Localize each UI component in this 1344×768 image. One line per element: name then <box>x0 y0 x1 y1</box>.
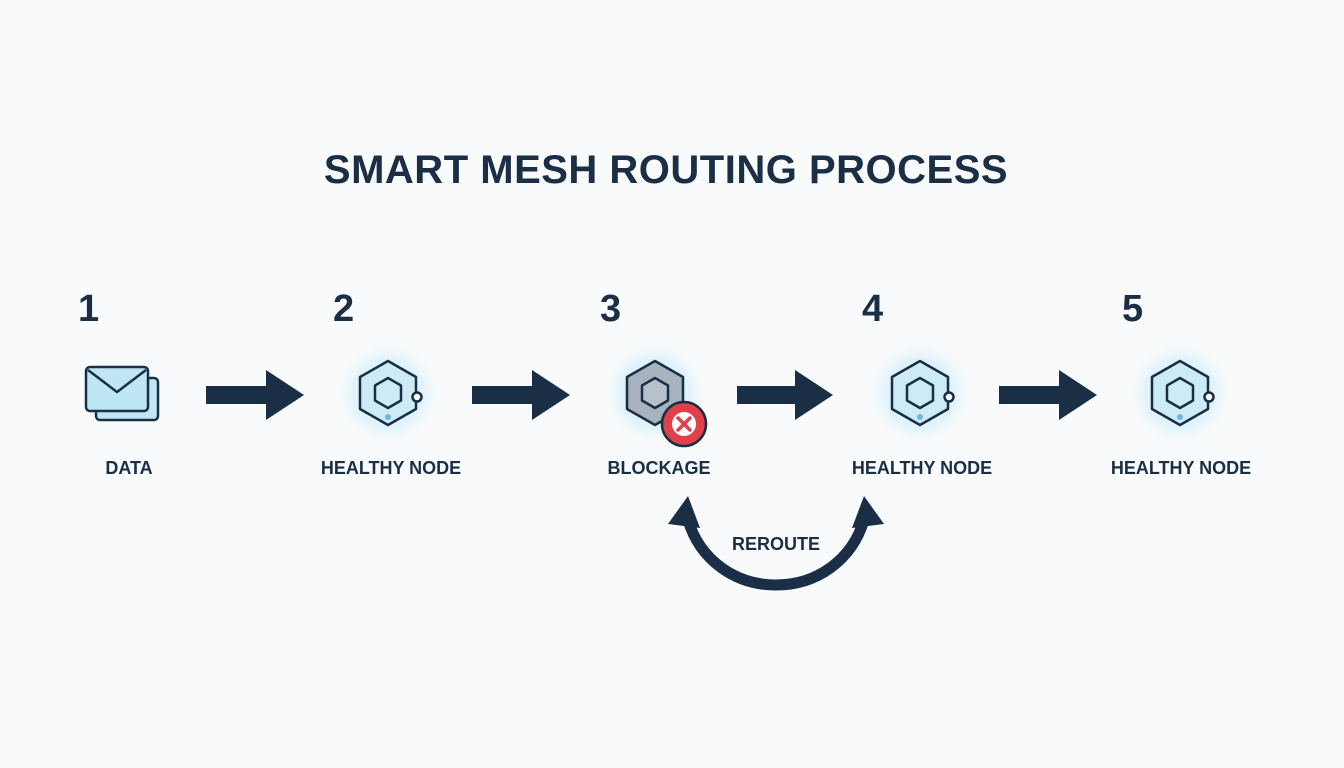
hexagon-node-icon <box>1130 343 1230 443</box>
envelope-icon <box>84 365 160 422</box>
reroute-arrow <box>668 496 884 591</box>
hexagon-node-icon <box>870 343 970 443</box>
arrow-3-4 <box>737 370 833 420</box>
arrow-4-5 <box>999 370 1097 420</box>
step-number-5: 5 <box>1122 288 1144 330</box>
arrow-2-3 <box>472 370 570 420</box>
step-number-4: 4 <box>862 288 884 330</box>
step-label-data: DATA <box>105 458 153 478</box>
step-number-3: 3 <box>600 288 622 330</box>
step-number-2: 2 <box>333 288 355 330</box>
step-number-1: 1 <box>78 288 100 330</box>
error-x-icon <box>660 400 708 448</box>
hexagon-node-icon <box>338 343 438 443</box>
step-label-node-5: HEALTHY NODE <box>1110 458 1252 478</box>
step-label-blockage: BLOCKAGE <box>607 458 711 478</box>
reroute-label: REROUTE <box>731 534 821 554</box>
step-label-node-2: HEALTHY NODE <box>320 458 462 478</box>
diagram-title: SMART MESH ROUTING PROCESS <box>323 148 1009 192</box>
step-label-node-4: HEALTHY NODE <box>851 458 993 478</box>
arrow-1-2 <box>206 370 304 420</box>
